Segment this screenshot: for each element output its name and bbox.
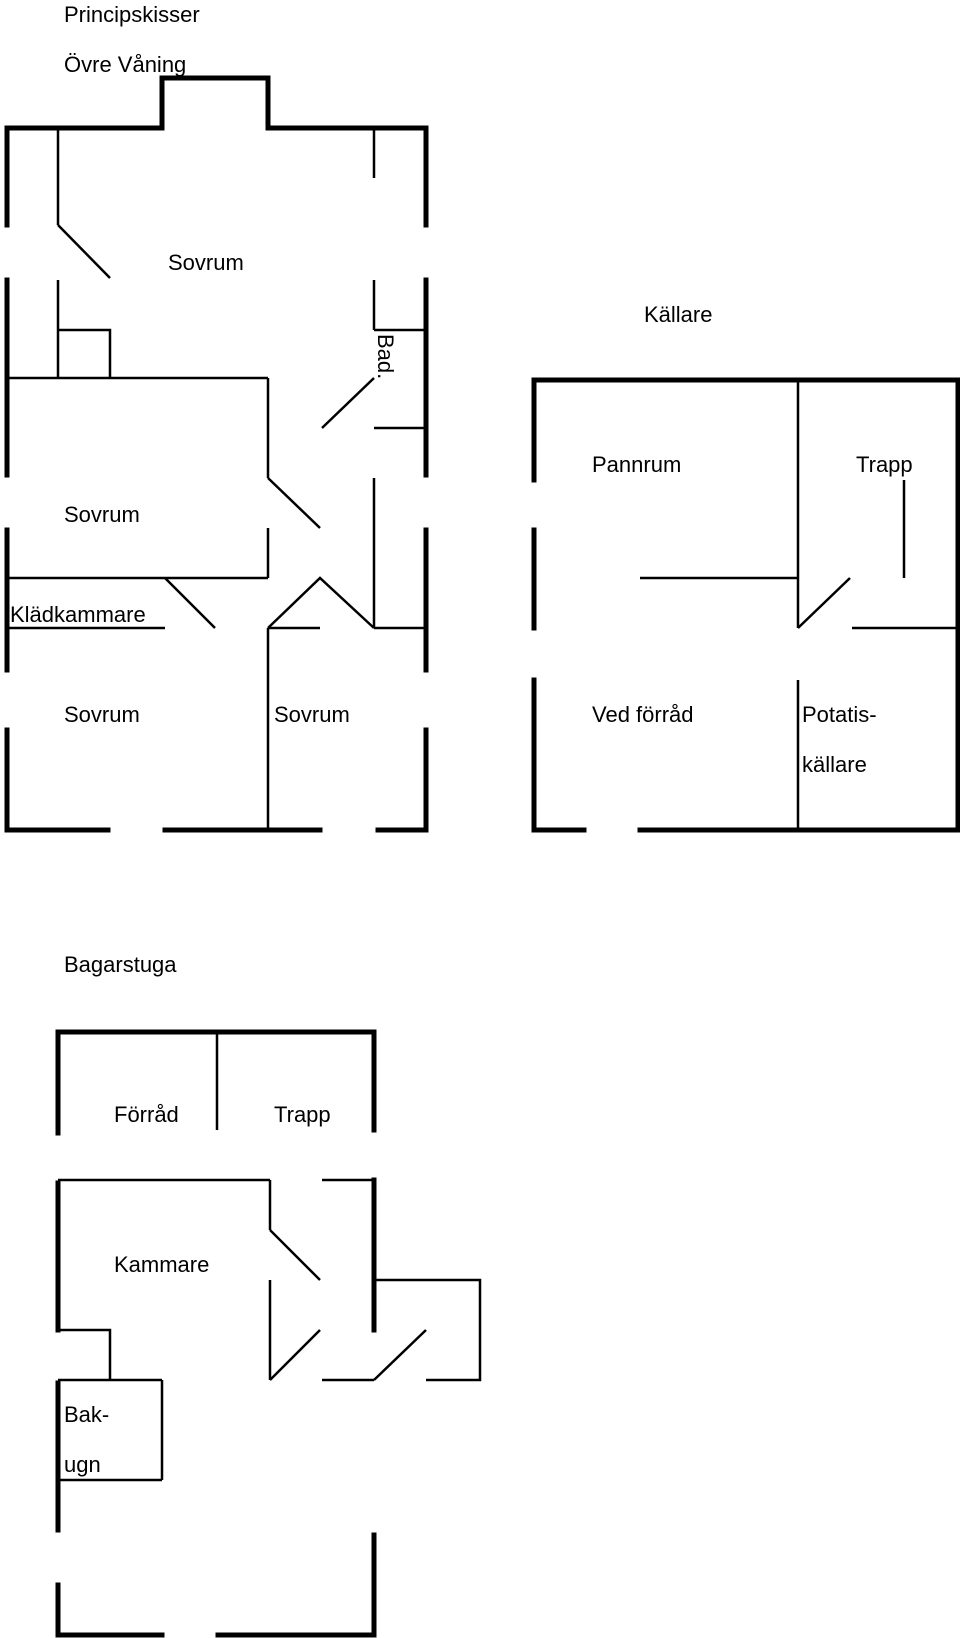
bakehouse-plan: Bagarstuga Förråd (55, 952, 482, 1638)
room-label-kladkammare: Klädkammare (10, 602, 146, 627)
room-label-ved-forrad: Ved förråd (592, 702, 694, 727)
page-title: Principskisser (64, 2, 200, 27)
room-label-potatis-line2: källare (802, 752, 867, 777)
room-label-sovrum-bottom-left: Sovrum (64, 702, 140, 727)
bakehouse-interior-walls (58, 1032, 482, 1482)
room-label-bad: Bad. (373, 334, 398, 379)
room-label-potatis-line1: Potatis- (802, 702, 877, 727)
cellar-outer-walls (531, 377, 960, 833)
bakehouse-outer-walls (55, 1029, 377, 1638)
room-label-sovrum-top: Sovrum (168, 250, 244, 275)
upper-floor-heading: Övre Våning (64, 52, 186, 77)
room-label-trapp-bakehouse: Trapp (274, 1102, 331, 1127)
room-label-pannrum: Pannrum (592, 452, 681, 477)
upper-floor-plan: Övre Våning (4, 52, 429, 833)
cellar-plan: Källare Pannrum Trapp Ved förråd Potatis… (531, 302, 960, 833)
room-label-bakugn-line2: ugn (64, 1452, 101, 1477)
cellar-interior-walls (640, 380, 958, 830)
room-label-sovrum-left: Sovrum (64, 502, 140, 527)
room-label-forrad: Förråd (114, 1102, 179, 1127)
cellar-heading: Källare (644, 302, 712, 327)
upper-interior-walls (7, 128, 426, 830)
room-label-kammare: Kammare (114, 1252, 209, 1277)
bakehouse-heading: Bagarstuga (64, 952, 177, 977)
room-label-sovrum-bottom-right: Sovrum (274, 702, 350, 727)
upper-outer-walls (4, 75, 429, 833)
room-label-trapp-cellar: Trapp (856, 452, 913, 477)
room-label-bakugn-line1: Bak- (64, 1402, 109, 1427)
